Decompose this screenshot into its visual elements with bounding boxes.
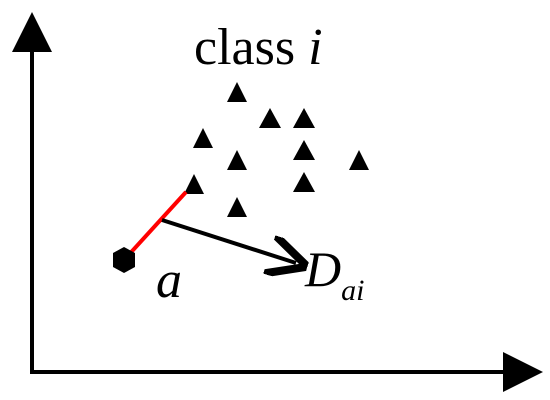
class-points	[184, 82, 369, 217]
class-title-text: class	[194, 19, 308, 76]
triangle-icon	[259, 108, 281, 128]
triangle-icon	[349, 150, 369, 170]
triangle-icon	[227, 197, 247, 217]
distance-arrow	[161, 218, 296, 263]
triangle-icon	[293, 108, 315, 128]
triangle-icon	[193, 128, 213, 148]
triangle-icon	[184, 174, 204, 194]
hexagon-icon	[113, 247, 135, 273]
point-a-label: a	[156, 252, 182, 309]
triangle-icon	[227, 150, 247, 170]
triangle-icon	[293, 172, 315, 192]
triangle-icon	[227, 82, 247, 102]
distance-main-label: D	[304, 241, 341, 297]
class-title: class i	[194, 19, 323, 76]
class-title-variable: i	[308, 19, 322, 76]
distance-label: Dai	[304, 241, 364, 307]
nearest-neighbor-link	[122, 190, 188, 262]
distance-subscript-label: ai	[341, 274, 364, 307]
triangle-icon	[293, 140, 315, 160]
